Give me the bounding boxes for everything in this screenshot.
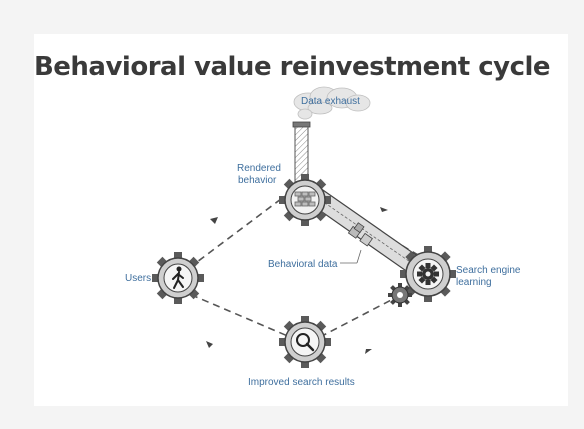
users-label: Users	[125, 273, 151, 284]
arrow-up-left	[210, 217, 218, 224]
improved-results-label: Improved search results	[248, 377, 355, 388]
factory-gear-icon	[279, 174, 331, 226]
walking-person-icon	[152, 252, 204, 304]
arrow-down-right	[380, 207, 388, 212]
magnifier-icon	[279, 316, 331, 368]
small-gear-icon	[388, 283, 412, 307]
behavioral-data-label: Behavioral data	[268, 259, 338, 270]
cog-icon	[400, 246, 456, 302]
arrow-down-left	[365, 349, 372, 354]
rendered-behavior-label-line1: Rendered	[237, 163, 281, 174]
rendered-behavior-label-line2: behavior	[238, 175, 277, 186]
arrow-up-right	[206, 341, 213, 348]
data-exhaust-label: Data exhaust	[301, 96, 360, 107]
smoke-cloud	[293, 86, 371, 120]
search-engine-label-line1: Search engine	[456, 265, 521, 276]
behavioral-data-leader-2	[356, 249, 362, 264]
diagram-title: Behavioral value reinvestment cycle	[33, 52, 551, 82]
flow-arrows	[206, 207, 388, 354]
search-engine-label-line2: learning	[456, 277, 492, 288]
